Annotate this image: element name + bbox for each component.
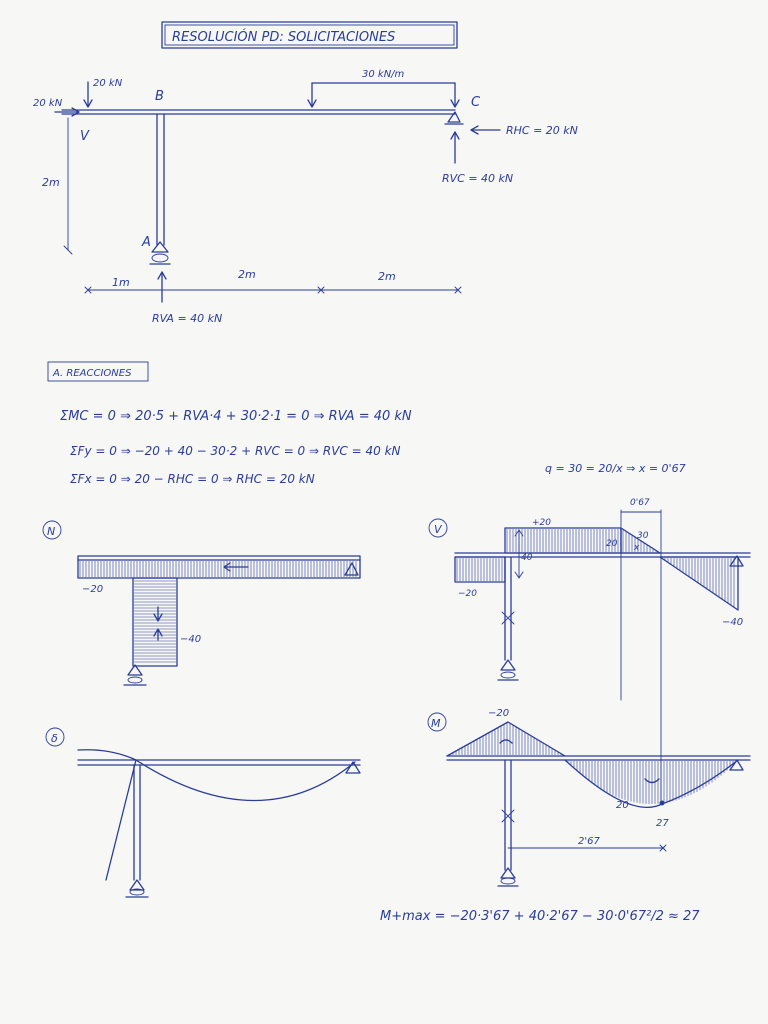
span2-label: 2m [238, 268, 256, 281]
span3-label: 2m [378, 270, 396, 283]
diagram-v: V +20 20 30 x 0'67 40 −20 −4 [428, 498, 751, 801]
v-plus20: +20 [532, 518, 551, 528]
height-label: 2m [42, 176, 60, 189]
node-v: V [80, 129, 90, 144]
diagram-m-label: M [431, 717, 441, 730]
reactions-heading: A. REACCIONES [52, 368, 132, 379]
diagram-n: N −20 −40 [42, 520, 361, 686]
node-b: B [155, 89, 164, 104]
v-30: 30 [637, 531, 649, 541]
eq-q: q = 30 = 20/x ⇒ x = 0'67 [545, 462, 686, 475]
diagram-v-label: V [434, 523, 443, 536]
v-20: 20 [606, 539, 618, 549]
page-title: RESOLUCIÓN PD: SOLICITACIONES [172, 29, 395, 45]
n-val-col: −40 [180, 634, 201, 645]
eq-fy: ΣFy = 0 ⇒ −20 + 40 − 30·2 + RVC = 0 ⇒ RV… [70, 444, 401, 458]
distributed-label: 30 kN/m [362, 69, 405, 80]
v-40: 40 [521, 553, 533, 563]
v-x: x [633, 543, 640, 553]
n-val-left: −20 [82, 584, 103, 595]
reactions-section: A. REACCIONES ΣMC = 0 ⇒ 20·5 + RVA·4 + 3… [47, 361, 686, 486]
m-267: 2'67 [578, 836, 600, 847]
node-c: C [471, 95, 481, 110]
diagram-n-label: N [47, 525, 55, 538]
eq-moment: ΣMC = 0 ⇒ 20·5 + RVA·4 + 30·2·1 = 0 ⇒ RV… [60, 409, 412, 424]
m-20: 20 [616, 800, 629, 811]
v-neg40: −40 [722, 617, 743, 628]
structure-sketch: 20 kN 20 kN 30 kN/m B C A V 2m RHC = 20 … [33, 69, 578, 325]
load-top-label: 20 kN [93, 78, 123, 89]
rhc-label: RHC = 20 kN [506, 124, 578, 137]
mmax-formula: M+max = −20·3'67 + 40·2'67 − 30·0'67²/2 … [380, 909, 700, 924]
span1-label: 1m [112, 276, 130, 289]
eq-fx: ΣFx = 0 ⇒ 20 − RHC = 0 ⇒ RHC = 20 kN [70, 472, 315, 486]
load-left-label: 20 kN [33, 98, 63, 109]
diagram-m: M 2'67 −20 20 27 [427, 708, 751, 887]
diagram-d: δ [45, 727, 361, 898]
diagram-d-label: δ [51, 732, 58, 745]
rva-label: RVA = 40 kN [152, 312, 222, 325]
m-27: 27 [656, 818, 669, 829]
v-067: 0'67 [630, 498, 650, 508]
rvc-label: RVC = 40 kN [442, 172, 513, 185]
title-box: RESOLUCIÓN PD: SOLICITACIONES [161, 21, 458, 49]
node-a: A [141, 235, 151, 250]
v-neg20: −20 [458, 589, 477, 599]
m-neg20: −20 [488, 708, 509, 719]
